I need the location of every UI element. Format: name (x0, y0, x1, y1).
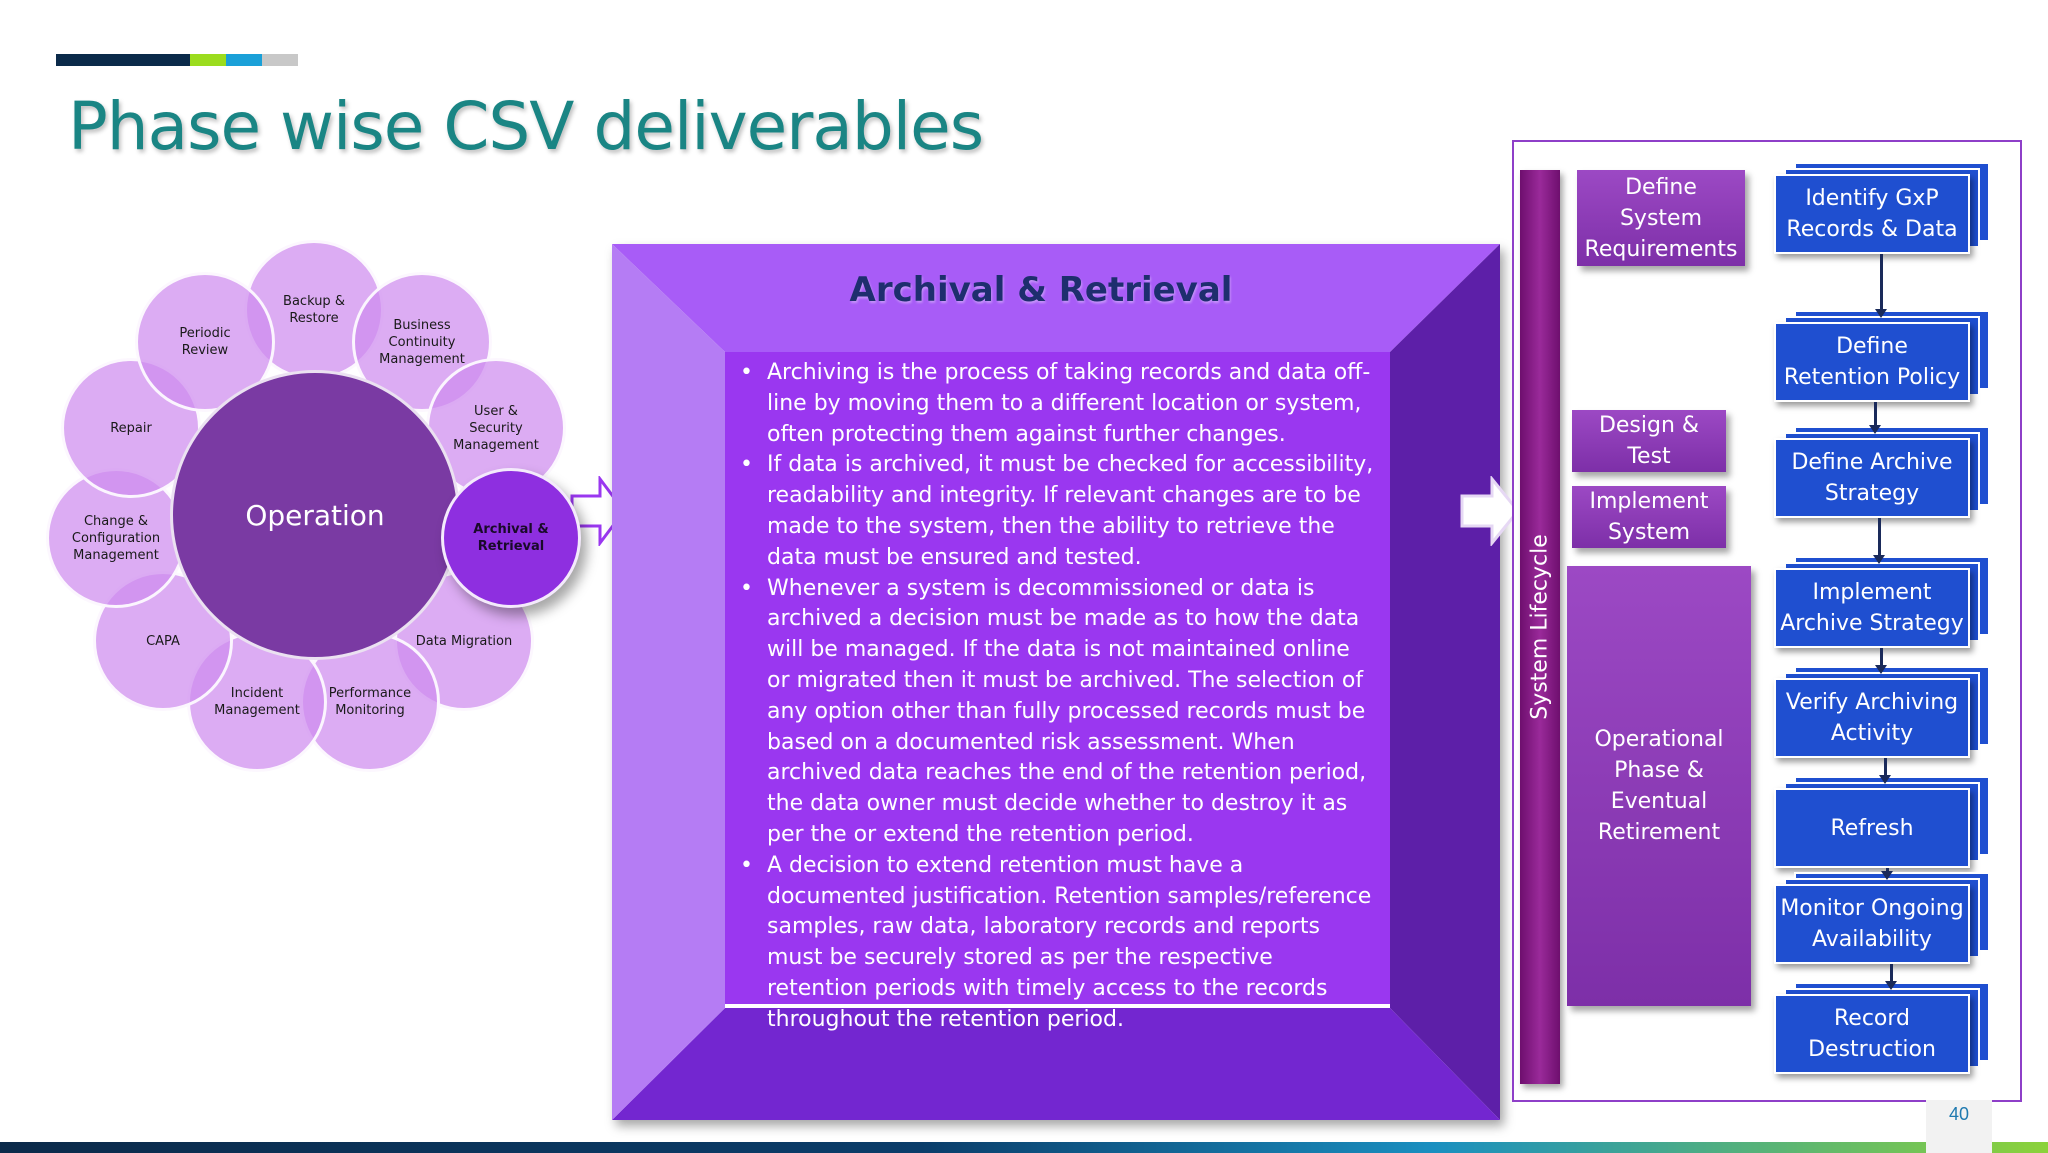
task-label: Verify Archiving Activity (1774, 678, 1970, 758)
detail-bullet: A decision to extend retention must have… (740, 851, 1376, 1036)
down-arrow-icon (1873, 518, 1885, 564)
task-label: Define Archive Strategy (1774, 438, 1970, 518)
task-define-archive-strategy: Define Archive Strategy (1774, 426, 1990, 518)
phase-operational-retirement: Operational Phase & Eventual Retirement (1567, 566, 1751, 1006)
task-verify-archiving-activity: Verify Archiving Activity (1774, 666, 1990, 758)
phase-design-test: Design & Test (1572, 410, 1726, 472)
down-arrow-icon (1875, 648, 1887, 674)
task-monitor-ongoing-availability: Monitor Ongoing Availability (1774, 872, 1990, 964)
system-lifecycle-label: System Lifecycle (1527, 534, 1553, 720)
operation-center-label: Operation (245, 498, 385, 532)
detail-frame (612, 244, 1500, 1120)
phase-implement-system: Implement System (1572, 486, 1726, 548)
task-refresh: Refresh (1774, 776, 1990, 868)
accent-segment-blue (226, 54, 262, 66)
accent-segment-gray (262, 54, 298, 66)
detail-bullet: Archiving is the process of taking recor… (740, 358, 1376, 450)
down-arrow-icon (1881, 868, 1893, 880)
task-identify-gxp-records: Identify GxP Records & Data (1774, 162, 1990, 254)
footer-bar (0, 1142, 2048, 1153)
page-number: 40 (1948, 1104, 1970, 1124)
task-label: Record Destruction (1774, 994, 1970, 1074)
down-arrow-icon (1879, 758, 1891, 784)
system-lifecycle-bar (1520, 170, 1560, 1084)
petal-archival-retrieval: Archival & Retrieval (441, 468, 581, 608)
detail-body: Archiving is the process of taking recor… (725, 352, 1390, 1032)
task-record-destruction: Record Destruction (1774, 982, 1990, 1074)
slide-title: Phase wise CSV deliverables (68, 88, 984, 165)
right-arrow-icon (1460, 476, 1520, 546)
task-label: Monitor Ongoing Availability (1774, 884, 1970, 964)
down-arrow-icon (1869, 402, 1881, 434)
task-implement-archive-strategy: Implement Archive Strategy (1774, 556, 1990, 648)
phase-define-requirements: Define System Requirements (1577, 170, 1745, 266)
title-accent-bar (56, 54, 298, 66)
operation-center-circle: Operation (170, 370, 460, 660)
task-label: Define Retention Policy (1774, 322, 1970, 402)
task-label: Implement Archive Strategy (1774, 568, 1970, 648)
accent-segment-navy (56, 54, 190, 66)
page-number-box (1926, 1100, 1992, 1153)
detail-bullet-list: Archiving is the process of taking recor… (725, 352, 1390, 1036)
task-label: Identify GxP Records & Data (1774, 174, 1970, 254)
accent-segment-green (190, 54, 226, 66)
task-define-retention-policy: Define Retention Policy (1774, 310, 1990, 402)
task-label: Refresh (1774, 788, 1970, 868)
down-arrow-icon (1875, 254, 1887, 318)
detail-title: Archival & Retrieval (849, 270, 1233, 310)
down-arrow-icon (1885, 964, 1897, 990)
detail-bullet: Whenever a system is decommissioned or d… (740, 574, 1376, 851)
detail-bullet: If data is archived, it must be checked … (740, 450, 1376, 573)
